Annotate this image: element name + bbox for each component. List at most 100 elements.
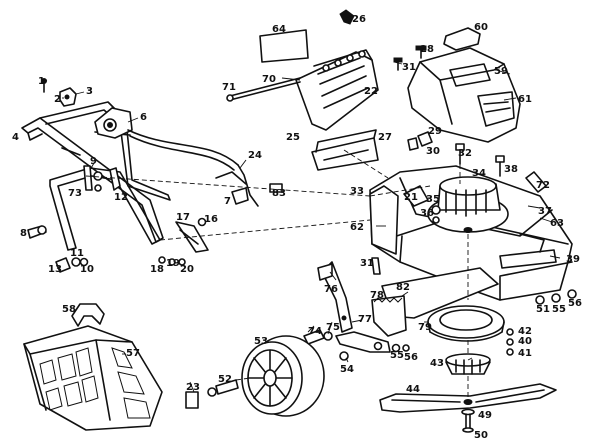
callout-78: 78	[370, 290, 384, 301]
leader-lines	[43, 15, 561, 393]
motor-mount-parts	[403, 185, 441, 224]
callout-22: 22	[364, 86, 378, 97]
motor-hood	[407, 47, 521, 143]
callout-30: 30	[426, 146, 440, 157]
hood-cap	[443, 27, 481, 51]
latch-hook	[339, 9, 355, 25]
callout-19: 19	[166, 258, 180, 269]
callout-75: 75	[326, 322, 340, 333]
callout-38: 38	[504, 164, 518, 175]
callout-31b: 31	[360, 258, 374, 269]
toothed-segment	[371, 295, 407, 337]
callout-54: 54	[340, 364, 354, 375]
callout-83: 83	[272, 188, 286, 199]
callout-2: 2	[54, 94, 61, 105]
callout-25: 25	[286, 132, 300, 143]
handle-lever-bracket	[94, 107, 133, 139]
callout-82: 82	[396, 282, 410, 293]
callout-11: 11	[70, 248, 84, 259]
callout-6: 6	[140, 112, 147, 123]
adjust-lever	[317, 261, 353, 333]
callout-12: 12	[114, 192, 128, 203]
lid-hinge-rod	[226, 77, 301, 102]
callout-50: 50	[474, 430, 488, 440]
callout-17: 17	[176, 212, 190, 223]
callout-34: 34	[472, 168, 486, 179]
callout-31: 31	[402, 62, 416, 73]
callout-36: 36	[420, 208, 434, 219]
callout-16: 16	[204, 214, 218, 225]
callout-77: 77	[358, 314, 372, 325]
callout-74: 74	[308, 326, 322, 337]
callout-64: 64	[272, 24, 286, 35]
callout-33: 33	[350, 186, 364, 197]
callout-55: 55	[390, 350, 404, 361]
wheel-axle-bolt	[185, 379, 239, 409]
deck-side-panel	[369, 185, 399, 255]
callout-23: 23	[186, 382, 200, 393]
callout-76: 76	[324, 284, 338, 295]
hood-screws	[393, 45, 547, 193]
callout-39: 39	[566, 254, 580, 265]
callout-26: 26	[352, 14, 366, 25]
callout-42: 42	[518, 326, 532, 337]
callout-40: 40	[518, 336, 532, 347]
cable-clip-and-washers	[158, 183, 283, 266]
rear-fasteners	[535, 289, 577, 305]
callout-1: 1	[38, 76, 45, 87]
assembly-lines	[85, 149, 469, 398]
callout-20: 20	[180, 264, 194, 275]
callout-21: 21	[404, 192, 418, 203]
callout-7: 7	[224, 196, 231, 207]
callout-44: 44	[406, 384, 420, 395]
callout-56b: 56	[568, 298, 582, 309]
bracket-frame	[311, 129, 379, 171]
fan-ring	[427, 305, 505, 342]
small-fasteners-left	[27, 78, 121, 273]
callout-13: 13	[48, 264, 62, 275]
callout-71: 71	[222, 82, 236, 93]
electric-motor	[427, 176, 509, 233]
callout-59: 59	[494, 66, 508, 77]
callout-32: 32	[458, 148, 472, 159]
callout-57: 57	[126, 348, 140, 359]
callout-29: 29	[428, 126, 442, 137]
grass-box-lid	[295, 49, 379, 131]
grass-catcher-box	[23, 325, 163, 431]
callout-61: 61	[518, 94, 532, 105]
callout-10: 10	[80, 264, 94, 275]
callout-55b: 55	[552, 304, 566, 315]
callout-72: 72	[536, 180, 550, 191]
hose-clip	[371, 257, 381, 275]
callout-52: 52	[218, 374, 232, 385]
callout-53: 53	[254, 336, 268, 347]
callout-41: 41	[518, 348, 532, 359]
callout-4: 4	[12, 132, 19, 143]
callout-8: 8	[20, 228, 27, 239]
callout-70: 70	[262, 74, 276, 85]
callout-28: 28	[420, 44, 434, 55]
motor-shaft-washers	[506, 328, 514, 356]
callout-43: 43	[430, 358, 444, 369]
label-plate	[259, 29, 309, 63]
axle-bracket	[335, 331, 410, 353]
callout-27: 27	[378, 132, 392, 143]
callout-62: 62	[350, 222, 364, 233]
callout-35: 35	[426, 194, 440, 205]
cutting-blade	[379, 383, 557, 413]
callout-51: 51	[536, 304, 550, 315]
callout-79: 79	[418, 322, 432, 333]
grass-box-handle	[71, 303, 105, 327]
bowden-cable	[127, 129, 259, 207]
blade-adapter	[445, 353, 491, 375]
callout-37: 37	[538, 206, 552, 217]
callout-labels: 1 2 3 4 6 7 8 9 10 11 12 13 16 17 18 19 …	[12, 14, 582, 440]
callout-73: 73	[68, 188, 82, 199]
callout-49: 49	[478, 410, 492, 421]
callout-24: 24	[248, 150, 262, 161]
wheel	[241, 335, 325, 417]
callout-18: 18	[150, 264, 164, 275]
callout-3: 3	[86, 86, 93, 97]
